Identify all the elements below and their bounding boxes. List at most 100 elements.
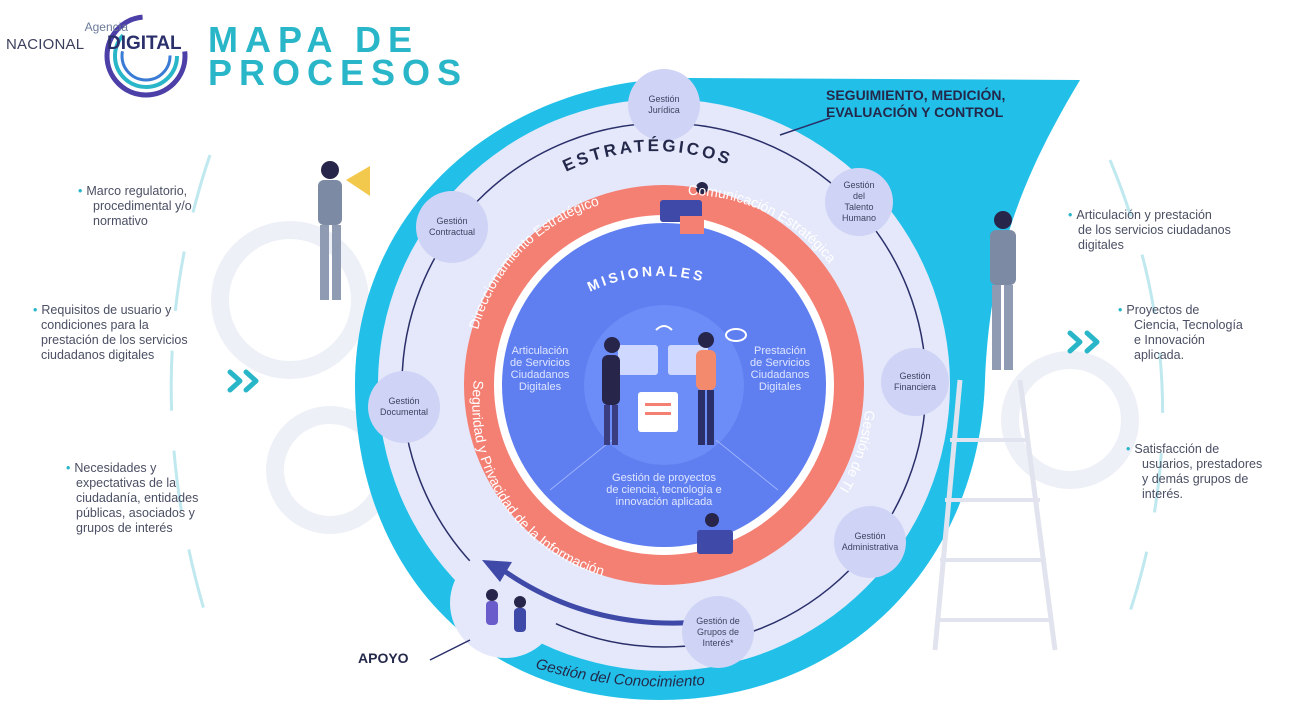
misional-line: Digitales [518,381,562,393]
input-line: normativo [93,214,148,228]
node-label-line: Financiera [893,382,937,392]
node-label-line: Documental [379,407,429,417]
misional-line: Articulación [511,345,569,357]
node-label-line: Jurídica [648,105,680,115]
output-arrow-icon [1067,330,1100,354]
node-label-line: Gestión [843,180,875,190]
laptop-user-illustration [697,513,733,554]
node-circle-financiera [881,348,949,416]
misional-line: innovación aplicada [615,496,713,508]
output-line: interés. [1142,487,1183,501]
node-label-line: Gestión [854,531,886,541]
misional-line: de Servicios [510,357,570,369]
node-circle-talento [825,168,893,236]
input-line: Marco regulatorio, [86,184,188,198]
bullet-icon: • [1126,442,1131,456]
logo-nacional-text: NACIONAL [6,36,85,53]
control-pointer-line [779,117,831,136]
node-label-line: Contractual [428,227,476,237]
input-line: expectativas de la [76,476,177,490]
misional-prestacion: Prestación de Servicios Ciudadanos Digit… [740,345,820,393]
apoyo-bubble [450,548,560,658]
node-gestion-contractual: Gestión Contractual [416,209,488,245]
node-circle-administrativa [834,506,906,578]
input-line: ciudadanía, entidades [76,491,199,505]
output-item-satisfaccion: •Satisfacción de usuarios, prestadores y… [1126,442,1286,502]
node-gestion-talento: Gestión del Talento Humano [825,178,893,226]
input-line: Necesidades y [74,461,157,475]
misional-articulacion: Articulación de Servicios Ciudadanos Dig… [500,345,580,393]
output-line: Satisfacción de [1134,442,1220,456]
node-circle-juridica [628,69,700,141]
bullet-icon: • [1068,208,1073,222]
node-label-line: Gestión [436,216,468,226]
output-line: Ciencia, Tecnología [1134,318,1243,332]
node-gestion-grupos: Gestión de Grupos de Interés* [682,614,754,650]
output-line: de los servicios ciudadanos [1078,223,1231,237]
ladder-person-illustration [932,211,1058,651]
misional-line: Ciudadanos [510,369,570,381]
misional-proyectos: Gestión de proyectos de ciencia, tecnolo… [584,472,744,508]
input-line: prestación de los servicios [41,333,188,347]
misional-line: Ciudadanos [750,369,810,381]
gear-decoration-right [1001,351,1139,489]
input-line: procedimental y/o [93,199,192,213]
input-line: ciudadanos digitales [41,348,155,362]
control-heading-line1: SEGUIMIENTO, MEDICIÓN, [826,87,1006,103]
misional-line: Prestación [754,345,806,357]
node-circle-contractual [416,191,488,263]
output-line: digitales [1078,238,1124,252]
divider-line [715,439,779,491]
control-heading: SEGUIMIENTO, MEDICIÓN, EVALUACIÓN Y CONT… [826,87,1005,121]
node-gestion-administrativa: Gestión Administrativa [834,524,906,560]
node-label-line: Humano [841,213,877,223]
page-title-line2: PROCESOS [208,52,469,93]
input-item-requisitos: •Requisitos de usuario y condiciones par… [33,303,223,363]
node-gestion-juridica: Gestión Jurídica [628,87,700,123]
misional-line: Digitales [758,381,802,393]
node-label-line: Gestión [648,94,680,104]
bullet-icon: • [66,461,71,475]
input-arrow-icon [227,369,259,393]
node-circle-grupos [682,596,754,668]
input-line: públicas, asociados y [76,506,195,520]
output-line: e Innovación [1134,333,1205,347]
analyst-desk-illustration [660,182,708,234]
logo-digital-text: DIGITAL [107,33,182,54]
misional-line: de ciencia, tecnología e [606,484,722,496]
input-item-marco: •Marco regulatorio, procedimental y/o no… [78,184,218,229]
divider-line [549,439,613,491]
output-item-proyectos: •Proyectos de Ciencia, Tecnología e Inno… [1118,303,1278,363]
people-pushing-illustration [486,589,526,632]
input-item-necesidades: •Necesidades y expectativas de la ciudad… [66,461,236,536]
bullet-icon: • [1118,303,1123,317]
apoyo-arrow-head [482,560,512,582]
node-label-line: Talento [844,202,874,212]
input-bracket [169,154,217,646]
node-label-line: Interés* [702,637,734,648]
node-circle-documental [368,371,440,443]
output-line: aplicada. [1134,348,1185,362]
misional-line: de Servicios [750,357,810,369]
input-line: Requisitos de usuario y [41,303,172,317]
output-line: y demás grupos de [1142,472,1249,486]
node-label-line: Gestión [899,371,931,381]
megaphone-person-illustration [318,161,370,300]
node-label-line: Gestión de [696,615,740,626]
node-label-line: Grupos de [696,626,740,637]
bullet-icon: • [33,303,38,317]
logo-agencia-text: Agencia [84,20,128,34]
output-item-articulacion: •Articulación y prestación de los servic… [1068,208,1268,253]
output-line: usuarios, prestadores [1142,457,1263,471]
apoyo-pointer-line [429,639,471,661]
node-label-line: del [852,191,865,201]
misional-line: Gestión de proyectos [612,472,716,484]
node-gestion-documental: Gestión Documental [368,389,440,425]
apoyo-label: APOYO [358,650,409,666]
output-line: Articulación y prestación [1076,208,1212,222]
node-label-line: Gestión [388,396,420,406]
control-heading-line2: EVALUACIÓN Y CONTROL [826,104,1004,120]
node-gestion-financiera: Gestión Financiera [881,364,949,400]
node-label-line: Administrativa [841,542,899,552]
